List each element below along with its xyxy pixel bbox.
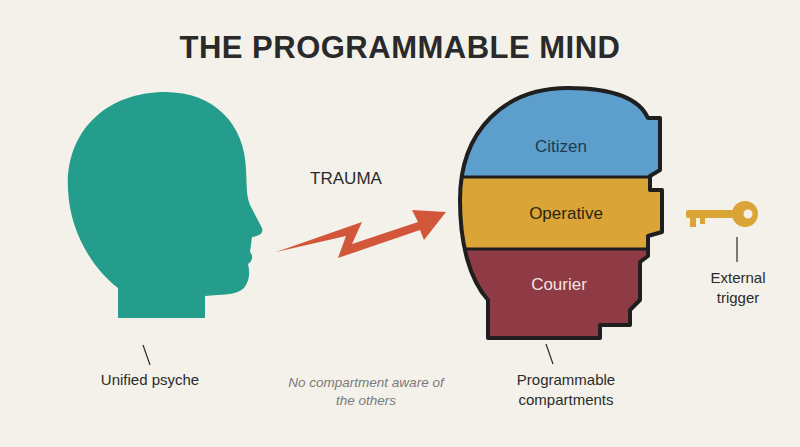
leader-line — [736, 237, 737, 262]
trauma-bolt — [276, 210, 446, 258]
compartment-head — [440, 80, 680, 349]
unified-head — [68, 92, 263, 318]
compartments-label: Programmable compartments — [501, 370, 631, 409]
diagram-title: THE PROGRAMMABLE MIND — [0, 30, 800, 66]
band-label: Citizen — [535, 137, 587, 157]
compartment-band: Operative — [521, 200, 611, 228]
unified-label: Unified psyche — [70, 370, 230, 390]
note: No compartment aware of the others — [284, 374, 449, 409]
compartment-band: Courier — [523, 271, 595, 299]
compartment-band: Citizen — [527, 133, 595, 161]
band-label: Courier — [531, 275, 587, 295]
leader-line — [546, 344, 553, 364]
leader-line — [143, 345, 150, 365]
band-label: Operative — [529, 204, 603, 224]
trauma-label: TRAUMA — [286, 168, 406, 190]
head-outline — [460, 88, 662, 338]
trigger-label: External trigger — [693, 268, 783, 307]
key-icon — [686, 201, 758, 227]
key-hole — [744, 210, 753, 219]
